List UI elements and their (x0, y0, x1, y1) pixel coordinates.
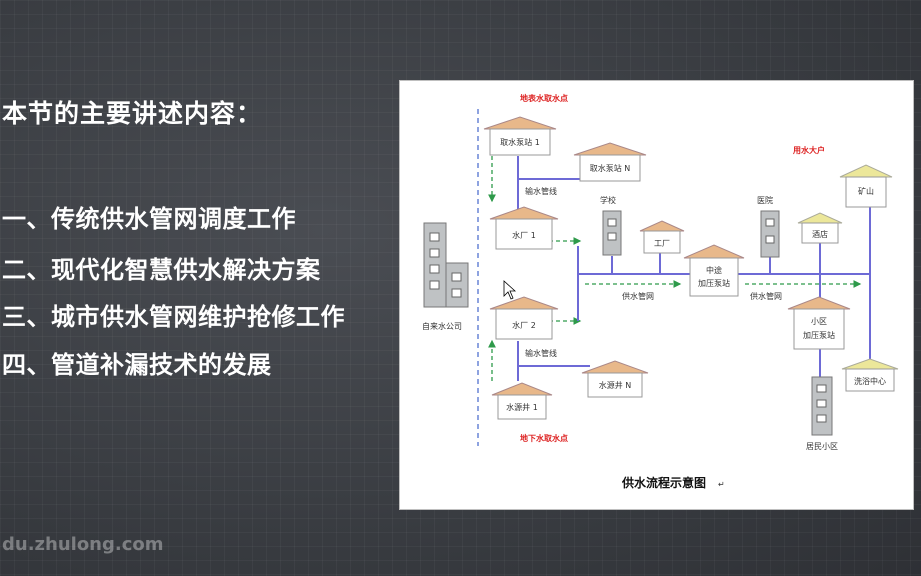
water-plant-2: 水厂 2 (489, 296, 559, 340)
pipe-net-left-label: 供水管网 (622, 291, 654, 301)
hotel-building: 酒店 (797, 212, 843, 244)
slide-text-area: 本节的主要讲述内容： 一、传统供水管网调度工作 二、现代化智慧供水解决方案 三、… (0, 0, 400, 576)
mine-label: 矿山 (858, 186, 874, 196)
factory-label: 工厂 (654, 239, 670, 248)
outline-item-3: 三、城市供水管网维护抢修工作 (2, 303, 345, 331)
outline-item-2: 二、现代化智慧供水解决方案 (2, 256, 321, 284)
plant2-label: 水厂 2 (512, 320, 536, 330)
mid-booster-label-2: 加压泵站 (698, 278, 730, 288)
cursor-icon (503, 280, 517, 300)
water-well-N: 水源井 N (581, 360, 649, 398)
water-plant-1: 水厂 1 (489, 206, 559, 250)
diagram-svg: 地表水取水点 地下水取水点 用水大户 取水泵站 1 取水泵站 N 输水管线 水厂… (422, 93, 899, 490)
surface-source-label: 地表水取水点 (520, 93, 568, 103)
water-well-1: 水源井 1 (491, 382, 553, 420)
outline-item-4: 四、管道补漏技术的发展 (2, 351, 272, 379)
transmission-bottom-label: 输水管线 (525, 348, 557, 358)
hospital-building: 医院 (757, 195, 780, 258)
water-supply-diagram: 地表水取水点 地下水取水点 用水大户 取水泵站 1 取水泵站 N 输水管线 水厂… (399, 80, 914, 510)
wellN-label: 水源井 N (599, 380, 632, 390)
hotel-label: 酒店 (812, 229, 828, 239)
bath-center-building: 洗浴中心 (841, 358, 899, 392)
section-heading: 本节的主要讲述内容： (2, 99, 263, 128)
intakeN-label: 取水泵站 N (590, 163, 631, 173)
residential-label: 居民小区 (806, 442, 838, 451)
intake-station-1: 取水泵站 1 (483, 116, 557, 156)
school-label: 学校 (600, 195, 616, 205)
bath-label: 洗浴中心 (854, 376, 886, 386)
water-company-building: 自来水公司 (422, 222, 469, 331)
mine-building: 矿山 (839, 164, 893, 208)
community-label-2: 加压泵站 (803, 330, 835, 340)
outline-item-1: 一、传统供水管网调度工作 (2, 205, 296, 233)
diagram-caption: 供水流程示意图 (621, 475, 706, 490)
big-users-label: 用水大户 (792, 145, 825, 155)
plant1-label: 水厂 1 (512, 230, 536, 240)
mid-booster-station: 中途 加压泵站 (683, 244, 745, 297)
factory-building: 工厂 (639, 220, 685, 254)
transmission-top-label: 输水管线 (525, 186, 557, 196)
site-watermark: du.zhulong.com (2, 534, 164, 555)
intake-station-N: 取水泵站 N (573, 142, 647, 182)
ground-source-label: 地下水取水点 (520, 433, 568, 443)
mid-booster-label-1: 中途 (706, 265, 722, 275)
school-building: 学校 (600, 195, 622, 256)
residential-building: 居民小区 (806, 376, 838, 451)
pipe-net-right-label: 供水管网 (750, 291, 782, 301)
well1-label: 水源井 1 (506, 402, 538, 412)
community-label-1: 小区 (811, 317, 827, 326)
hospital-label: 医院 (757, 195, 773, 205)
company-label: 自来水公司 (422, 321, 462, 331)
intake1-label: 取水泵站 1 (500, 137, 540, 147)
community-booster-station: 小区 加压泵站 (787, 296, 851, 350)
caption-mark: ↵ (718, 480, 725, 489)
